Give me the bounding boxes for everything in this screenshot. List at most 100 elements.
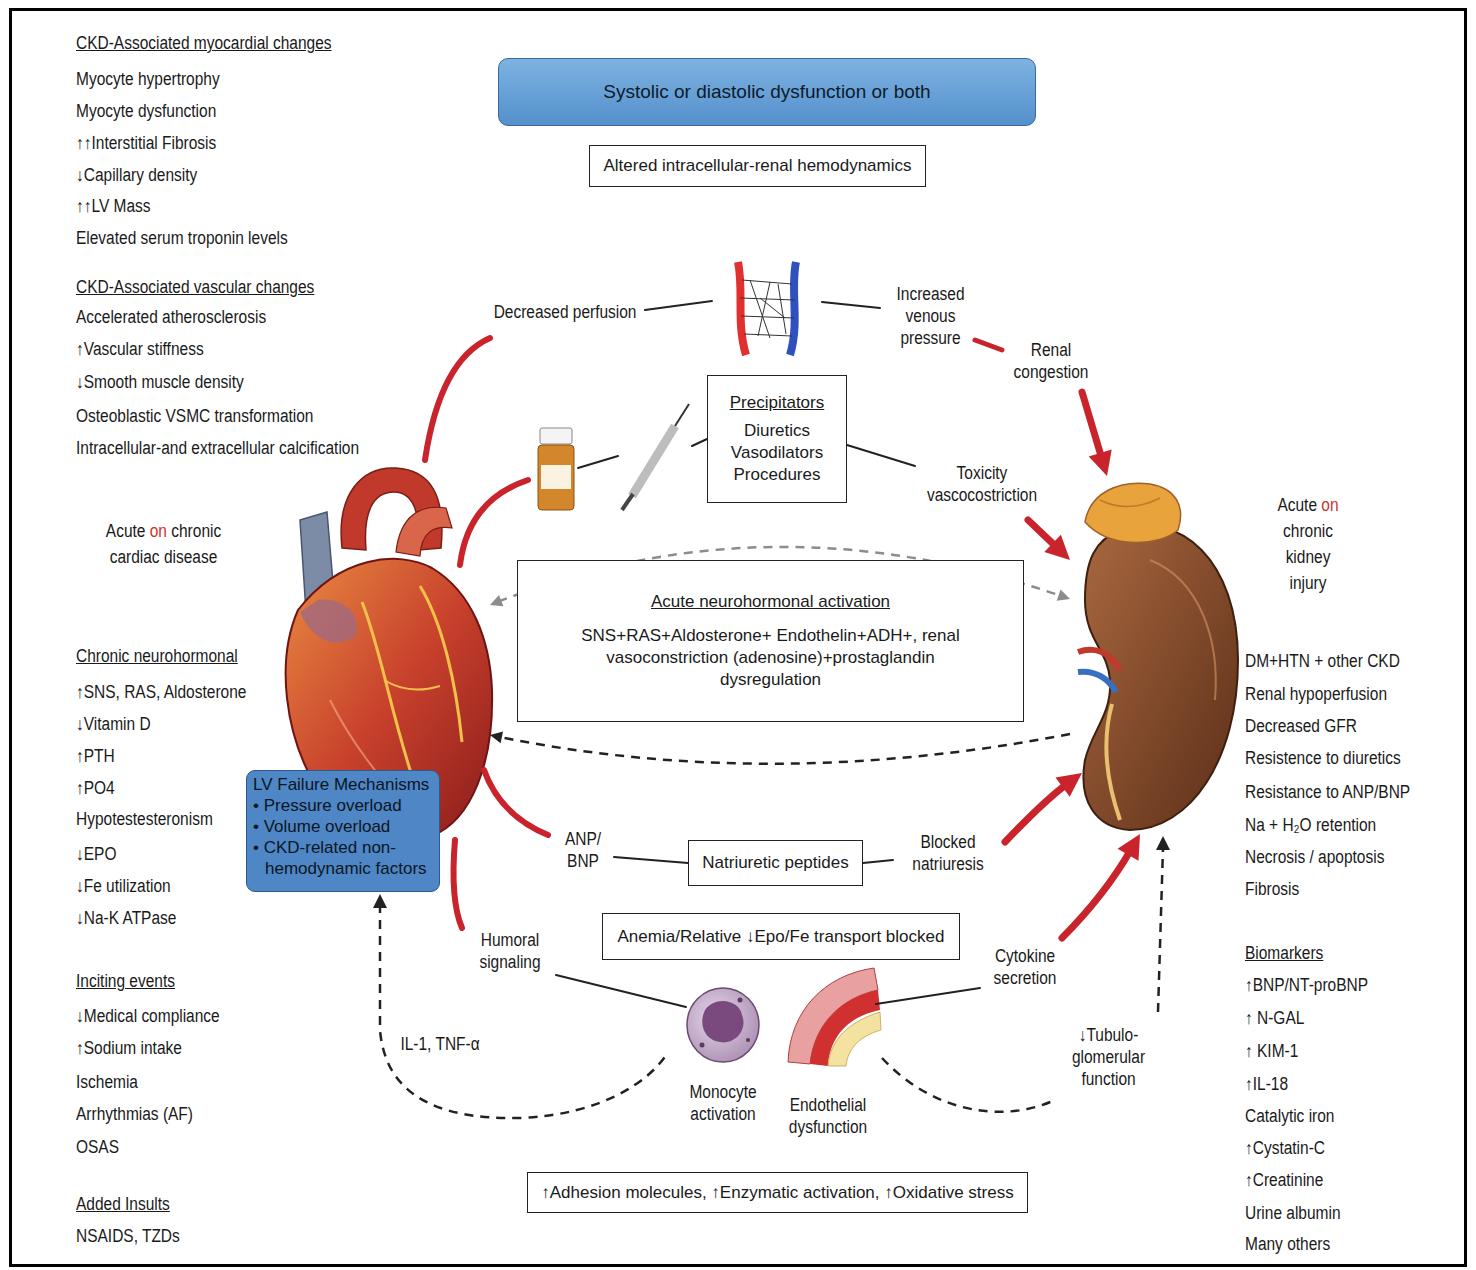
list-item: ↑SNS, RAS, Aldosterone bbox=[76, 681, 246, 703]
dashed-leader bbox=[882, 1058, 1055, 1112]
frame bbox=[11, 10, 1466, 1266]
list-item: ↑ N-GAL bbox=[1245, 1007, 1304, 1029]
vein bbox=[790, 262, 796, 355]
list-item: Arrhythmias (AF) bbox=[76, 1103, 193, 1125]
atrium bbox=[300, 599, 357, 642]
connector bbox=[847, 445, 1070, 560]
list-item: ↓Smooth muscle density bbox=[76, 371, 244, 393]
renal-vein bbox=[1078, 672, 1116, 692]
connector-line bbox=[484, 770, 548, 835]
vessel-network bbox=[738, 262, 796, 355]
connector bbox=[490, 732, 1070, 764]
node-title: Precipitators bbox=[730, 392, 824, 414]
list-item: ↓Na-K ATPase bbox=[76, 907, 176, 929]
node-text: • Volume overload bbox=[253, 816, 433, 837]
connector-line bbox=[578, 456, 618, 468]
node-title: ↑Adhesion molecules, ↑Enzymatic activati… bbox=[541, 1182, 1013, 1204]
natriuretic-box: Natriuretic peptides bbox=[688, 840, 863, 886]
list-item: NSAIDS, TZDs bbox=[76, 1225, 180, 1247]
list-item: ↓Capillary density bbox=[76, 164, 197, 186]
connector-line bbox=[499, 734, 1070, 764]
connector-line bbox=[1005, 784, 1068, 842]
renal-artery bbox=[1078, 650, 1120, 670]
granule bbox=[700, 1043, 705, 1048]
text-word: Acute bbox=[1277, 495, 1317, 515]
list-item: Myocyte dysfunction bbox=[76, 100, 216, 122]
arrow-head bbox=[490, 732, 503, 744]
list-item: Resistance to ANP/BNP bbox=[1245, 781, 1410, 803]
artery bbox=[738, 262, 746, 355]
list-heading: Added Insults bbox=[76, 1193, 170, 1215]
vessel-layer bbox=[810, 990, 880, 1066]
anemia-box: Anemia/Relative ↓Epo/Fe transport blocke… bbox=[602, 913, 960, 960]
bottle-body bbox=[538, 445, 574, 510]
plaque bbox=[828, 1012, 881, 1066]
text-word: chronic bbox=[171, 521, 221, 541]
connector bbox=[454, 834, 1140, 1007]
node-title: LV Failure Mechanisms bbox=[253, 774, 433, 795]
text-word: injury bbox=[1289, 573, 1326, 593]
endothelium bbox=[788, 968, 881, 1066]
list-item: Intracellular-and extracellular calcific… bbox=[76, 437, 359, 459]
list-item: Accelerated atherosclerosis bbox=[76, 306, 266, 328]
flow-label: Increased venous pressure bbox=[890, 283, 972, 349]
ureter bbox=[1106, 704, 1120, 820]
flow-label: Renal congestion bbox=[1008, 339, 1094, 383]
highlight bbox=[1150, 560, 1216, 700]
dysfunction-banner: Systolic or diastolic dysfunction or bot… bbox=[498, 58, 1036, 126]
coronary-artery bbox=[420, 586, 462, 742]
list-item: ↑BNP/NT-proBNP bbox=[1245, 974, 1368, 996]
edge-label: Blocked natriuresis bbox=[905, 831, 991, 875]
connector-line bbox=[1082, 392, 1102, 459]
connector-line bbox=[1062, 850, 1131, 938]
list-item: ↑IL-18 bbox=[1245, 1073, 1288, 1095]
connector-line bbox=[460, 480, 528, 565]
list-item: ↓Medical compliance bbox=[76, 1005, 220, 1027]
list-item: Many others bbox=[1245, 1233, 1330, 1255]
flow-label: Endothelial dysfunction bbox=[785, 1094, 871, 1138]
list-item: ↓Fe utilization bbox=[76, 875, 171, 897]
list-heading: Biomarkers bbox=[1245, 942, 1323, 964]
arrow-head bbox=[1156, 836, 1170, 850]
bottle-cap bbox=[540, 428, 572, 444]
list-item: Elevated serum troponin levels bbox=[76, 227, 288, 249]
list-item: Myocyte hypertrophy bbox=[76, 68, 220, 90]
lv-failure-box: LV Failure Mechanisms• Pressure overload… bbox=[246, 770, 440, 892]
connector-line bbox=[975, 340, 1002, 350]
list-item: ↑↑LV Mass bbox=[76, 195, 151, 217]
connector-line bbox=[614, 857, 688, 863]
precipitators-box: PrecipitatorsDiuretics Vasodilators Proc… bbox=[707, 375, 847, 503]
adrenal-detail bbox=[1100, 498, 1160, 507]
text-word: on bbox=[1321, 495, 1338, 515]
list-heading: CKD-Associated vascular changes bbox=[76, 276, 314, 298]
node-title: Natriuretic peptides bbox=[702, 852, 848, 874]
list-item: ↑↑Interstitial Fibrosis bbox=[76, 132, 216, 154]
edge-label: ANP/ BNP bbox=[562, 828, 605, 872]
connector-line bbox=[556, 975, 686, 1007]
list-item: Catalytic iron bbox=[1245, 1105, 1334, 1127]
flow-label: Decreased perfusion bbox=[494, 301, 637, 323]
list-item: ↑Cystatin-C bbox=[1245, 1137, 1325, 1159]
connector-line bbox=[692, 439, 707, 446]
granule bbox=[738, 998, 743, 1003]
pill-bottle bbox=[538, 428, 574, 510]
bottle-label bbox=[541, 465, 571, 489]
flow-label: Cytokine secretion bbox=[986, 945, 1063, 989]
node-text: SNS+RAS+Aldosterone+ Endothelin+ADH+, re… bbox=[566, 625, 976, 691]
list-item: Fibrosis bbox=[1245, 878, 1299, 900]
capillaries bbox=[740, 280, 795, 338]
kidney-illustration bbox=[1078, 483, 1238, 830]
list-heading: Inciting events bbox=[76, 970, 175, 992]
list-item: Resistence to diuretics bbox=[1245, 747, 1401, 769]
connector-line bbox=[847, 445, 915, 466]
organ-caption: Acute on chronic kidney injury bbox=[1274, 492, 1343, 596]
node-title: Anemia/Relative ↓Epo/Fe transport blocke… bbox=[618, 926, 945, 948]
connector-line bbox=[822, 302, 880, 308]
node-title: Acute neurohormonal activation bbox=[651, 591, 890, 613]
coronary-branch bbox=[384, 680, 440, 689]
node-text: • Pressure overload bbox=[253, 795, 433, 816]
nucleus bbox=[702, 1001, 743, 1042]
list-item: ↓EPO bbox=[76, 843, 116, 865]
flow-label: Humoral signaling bbox=[471, 929, 548, 973]
